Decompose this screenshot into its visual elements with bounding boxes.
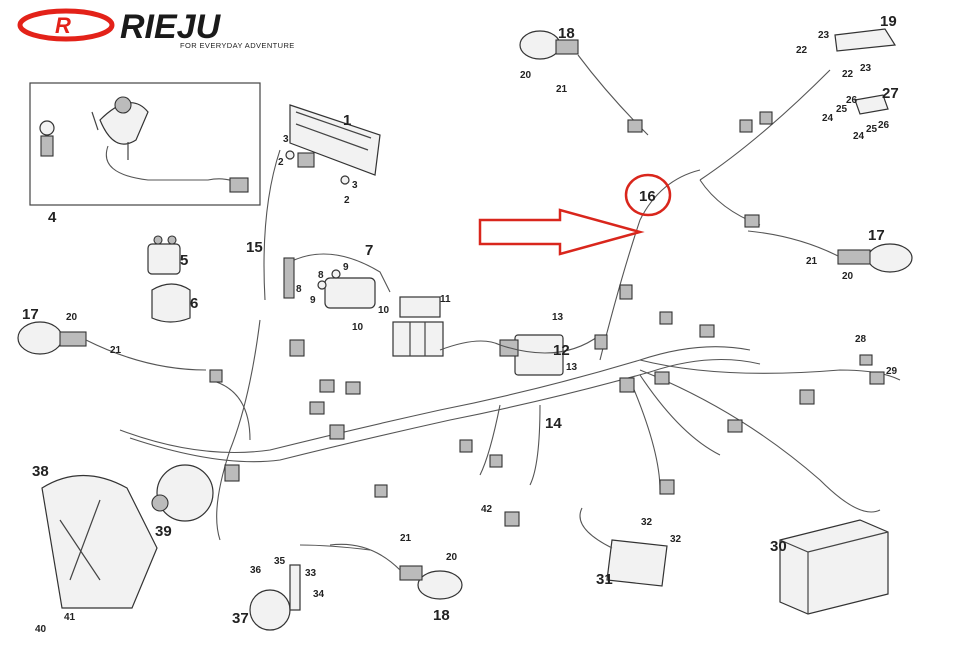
part-label-20c: 20 xyxy=(842,271,854,282)
part-label-26b: 26 xyxy=(878,120,890,131)
part-label-40: 40 xyxy=(35,624,47,635)
part-label-37: 37 xyxy=(232,610,249,627)
part-label-2b: 2 xyxy=(344,195,350,206)
part-label-32a: 32 xyxy=(641,517,653,528)
highlight-circle xyxy=(624,173,672,217)
part-label-28: 28 xyxy=(855,334,867,345)
logo-emblem-letter: R xyxy=(55,13,71,38)
fuse-box xyxy=(392,296,444,357)
part-label-3a: 3 xyxy=(283,134,289,145)
part-label-22b: 22 xyxy=(842,69,854,80)
horn xyxy=(249,564,301,631)
part-16-circle xyxy=(624,173,672,217)
part-label-6: 6 xyxy=(190,295,198,312)
part-label-5: 5 xyxy=(180,252,188,269)
part-label-35: 35 xyxy=(274,556,286,567)
part-labels: 1 2 2 3 3 4 5 6 7 8 8 9 9 10 10 11 12 13… xyxy=(22,13,899,635)
indicator-front-left xyxy=(17,321,207,371)
headlight-bulb xyxy=(151,464,214,522)
part-label-15: 15 xyxy=(246,239,263,256)
cdi-unit xyxy=(499,334,564,376)
part-label-19: 19 xyxy=(880,13,897,30)
part-label-2a: 2 xyxy=(278,157,284,168)
indicator-rear-left xyxy=(519,30,649,136)
part-label-20a: 20 xyxy=(520,70,532,81)
part-label-17a: 17 xyxy=(22,306,39,323)
part-label-9b: 9 xyxy=(310,295,316,306)
part-label-27: 27 xyxy=(882,85,899,102)
part-label-13a: 13 xyxy=(552,312,564,323)
part-label-9a: 9 xyxy=(343,262,349,273)
part-label-30: 30 xyxy=(770,538,787,555)
battery xyxy=(779,519,889,615)
part-label-14: 14 xyxy=(545,415,562,432)
part-label-7: 7 xyxy=(365,242,373,259)
part-label-4: 4 xyxy=(48,209,57,226)
part-label-31: 31 xyxy=(596,571,613,588)
part-label-1: 1 xyxy=(343,112,351,129)
part-label-23a: 23 xyxy=(818,30,830,41)
ignition-coil xyxy=(283,253,391,309)
part-label-42: 42 xyxy=(481,504,493,515)
part-label-21b: 21 xyxy=(110,345,122,356)
part-label-13b: 13 xyxy=(566,362,578,373)
instrument-cluster xyxy=(285,104,381,185)
main-harness xyxy=(119,69,901,551)
part-label-20d: 20 xyxy=(446,552,458,563)
part-label-10a: 10 xyxy=(378,305,390,316)
part-label-8b: 8 xyxy=(296,284,302,295)
logo-emblem xyxy=(17,8,115,42)
regulator xyxy=(579,507,668,587)
part-label-18b: 18 xyxy=(433,607,450,624)
part-label-22a: 22 xyxy=(796,45,808,56)
inset-frame xyxy=(29,82,261,206)
part-label-20b: 20 xyxy=(66,312,78,323)
part-label-33: 33 xyxy=(305,568,317,579)
part-label-24a: 24 xyxy=(822,113,834,124)
part-label-11: 11 xyxy=(440,294,451,305)
part-label-39: 39 xyxy=(155,523,172,540)
part-label-41: 41 xyxy=(64,612,76,623)
part-label-26a: 26 xyxy=(846,95,858,106)
part-label-25b: 25 xyxy=(866,124,878,135)
part-label-34: 34 xyxy=(313,589,325,600)
part-label-3b: 3 xyxy=(352,180,358,191)
plate-light xyxy=(854,94,889,115)
part-label-18a: 18 xyxy=(558,25,575,42)
part-label-10b: 10 xyxy=(352,322,364,333)
starter-relay xyxy=(147,235,191,323)
part-label-8a: 8 xyxy=(318,270,324,281)
part-label-29: 29 xyxy=(886,366,898,377)
indicator-rear-right xyxy=(747,230,913,273)
part-label-21c: 21 xyxy=(806,256,818,267)
part-label-36: 36 xyxy=(250,565,262,576)
highlight-arrow xyxy=(478,208,645,256)
indicator-front-right xyxy=(329,543,463,600)
part-label-23b: 23 xyxy=(860,63,872,74)
part-label-21a: 21 xyxy=(556,84,568,95)
part-label-38: 38 xyxy=(32,463,49,480)
part-label-16: 16 xyxy=(639,188,656,205)
part-label-24b: 24 xyxy=(853,131,865,142)
part-label-25a: 25 xyxy=(836,104,848,115)
red-arrow xyxy=(478,208,645,256)
part-label-21d: 21 xyxy=(400,533,412,544)
ignition-inset xyxy=(29,82,261,206)
rieju-logo: R RIEJU FOR EVERYDAY ADVENTURE xyxy=(17,8,295,50)
part-label-17b: 17 xyxy=(868,227,885,244)
brand-tagline: FOR EVERYDAY ADVENTURE xyxy=(180,41,295,50)
connector-42 xyxy=(504,511,520,527)
part-label-12: 12 xyxy=(553,342,570,359)
tail-light xyxy=(834,28,897,52)
headlight xyxy=(41,474,158,609)
brand-name: RIEJU xyxy=(120,8,222,46)
part-label-32b: 32 xyxy=(670,534,682,545)
